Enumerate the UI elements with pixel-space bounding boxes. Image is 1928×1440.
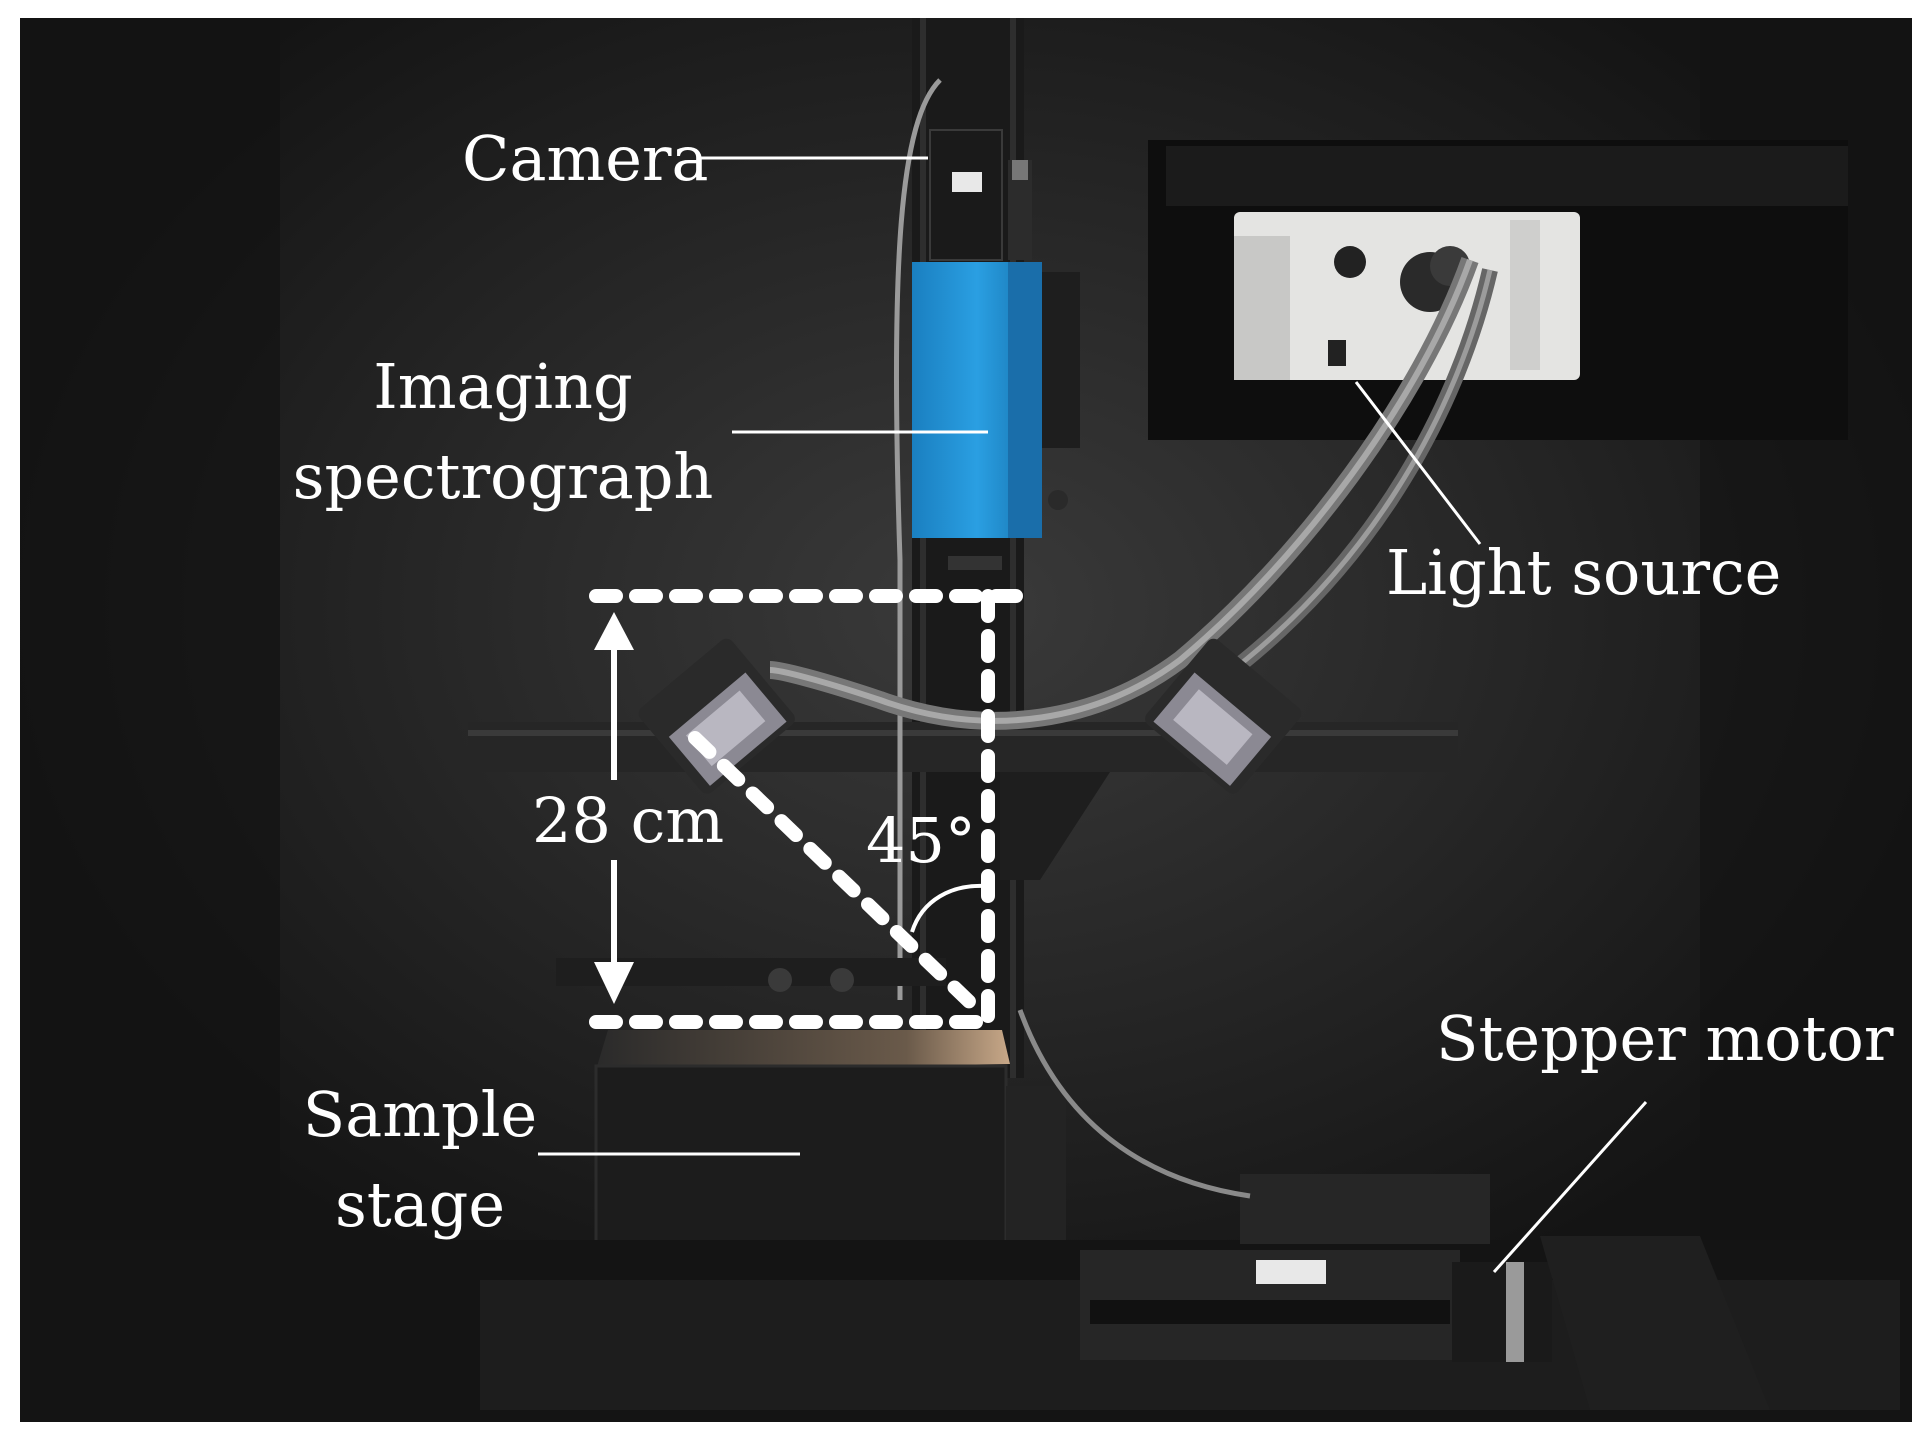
distance-arrow — [594, 612, 634, 1004]
cabinet-left-wall — [20, 18, 280, 1422]
light-head-right — [1145, 638, 1302, 794]
dashed-guides — [589, 589, 1027, 1029]
label-light-source: Light source — [1386, 536, 1781, 609]
light-source-leader-line — [1354, 381, 1482, 545]
label-distance: 28 cm — [532, 784, 724, 857]
label-imaging-line1: Imaging — [373, 350, 632, 423]
label-angle: 45° — [866, 804, 976, 877]
motor-cable — [1017, 1009, 1251, 1199]
label-stepper-motor: Stepper motor — [1436, 1002, 1894, 1075]
label-sample-line2: stage — [335, 1168, 505, 1241]
camera-body — [929, 129, 1003, 261]
camera-cable — [893, 78, 942, 1000]
label-imaging-line2: spectrograph — [293, 440, 714, 513]
stepper-motor-leader-line — [1492, 1101, 1648, 1273]
diagonal-dashed-line — [688, 731, 987, 1019]
sample-stage-top — [596, 1030, 1010, 1070]
stepper-motor-body — [1452, 1262, 1552, 1362]
label-sample-line1: Sample — [303, 1078, 537, 1151]
label-camera: Camera — [462, 122, 709, 195]
angle-arc — [910, 883, 987, 933]
